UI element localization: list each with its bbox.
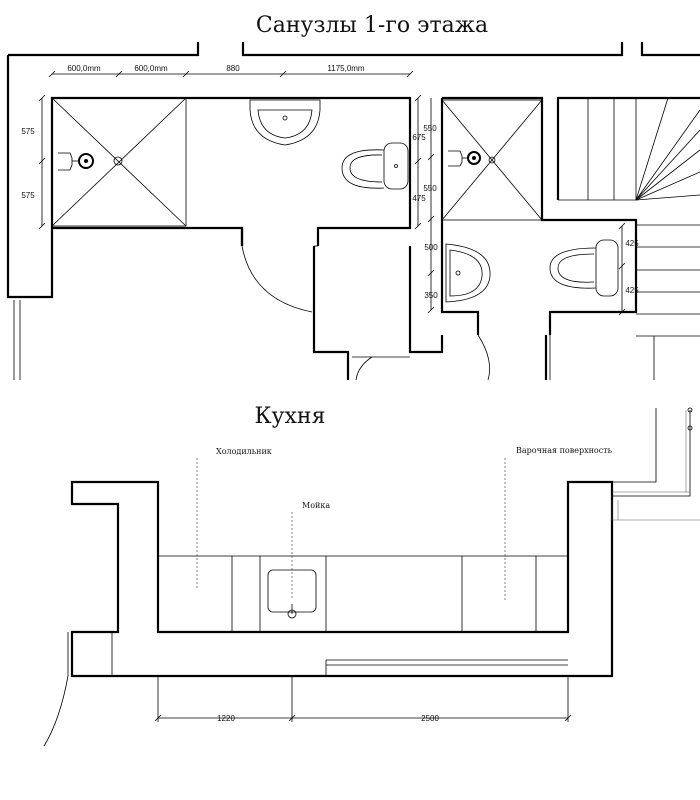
dim-top-3: 880	[226, 64, 240, 73]
dim-top-1: 600,0mm	[67, 64, 101, 73]
washbasin-icon-right	[445, 243, 491, 303]
bathroom-dimensions-middle: 550 675 550 475 500 350	[412, 94, 438, 314]
toilet-icon	[341, 142, 409, 190]
right-bathroom: 425 425	[352, 96, 639, 381]
kitchen	[43, 480, 614, 747]
kitchen-dim-left: 1220	[217, 714, 235, 723]
dim-mid-5: 500	[424, 243, 438, 252]
dim-right-1: 425	[625, 239, 639, 248]
kitchen-dimensions: 1220 2500	[154, 676, 572, 723]
shower-tray-left	[51, 97, 187, 227]
dim-top-4: 1175,0mm	[327, 64, 365, 73]
dim-mid-2: 675	[412, 133, 426, 142]
washbasin-icon	[249, 99, 321, 146]
dim-mid-6: 350	[424, 291, 438, 300]
bathroom-title: Санузлы 1-го этажа	[256, 13, 488, 38]
bathroom-dimensions-left: 575 575	[21, 94, 46, 230]
dim-left-1: 575	[21, 127, 35, 136]
kitchen-title: Кухня	[255, 404, 326, 429]
kitchen-pipes	[611, 407, 700, 521]
header-walls	[8, 42, 700, 57]
staircase	[556, 96, 700, 380]
dim-mid-4: 475	[412, 194, 426, 203]
kitchen-labels: Холодильник Мойка Варочная поверхность	[196, 446, 613, 600]
shower-tray-right	[441, 99, 543, 221]
left-bathroom	[6, 55, 412, 380]
toilet-icon-right	[549, 239, 619, 297]
kitchen-dim-right: 2500	[421, 714, 439, 723]
dim-right-2: 425	[625, 286, 639, 295]
dim-mid-1: 550	[423, 124, 437, 133]
hob-label: Варочная поверхность	[516, 446, 613, 455]
dim-left-2: 575	[21, 191, 35, 200]
sink-label: Мойка	[302, 501, 330, 510]
dim-top-2: 600,0mm	[134, 64, 168, 73]
bathroom-dimensions-top: 600,0mm 600,0mm 880 1175,0mm	[48, 64, 414, 78]
dim-mid-3: 550	[423, 184, 437, 193]
fridge-label: Холодильник	[216, 447, 272, 456]
